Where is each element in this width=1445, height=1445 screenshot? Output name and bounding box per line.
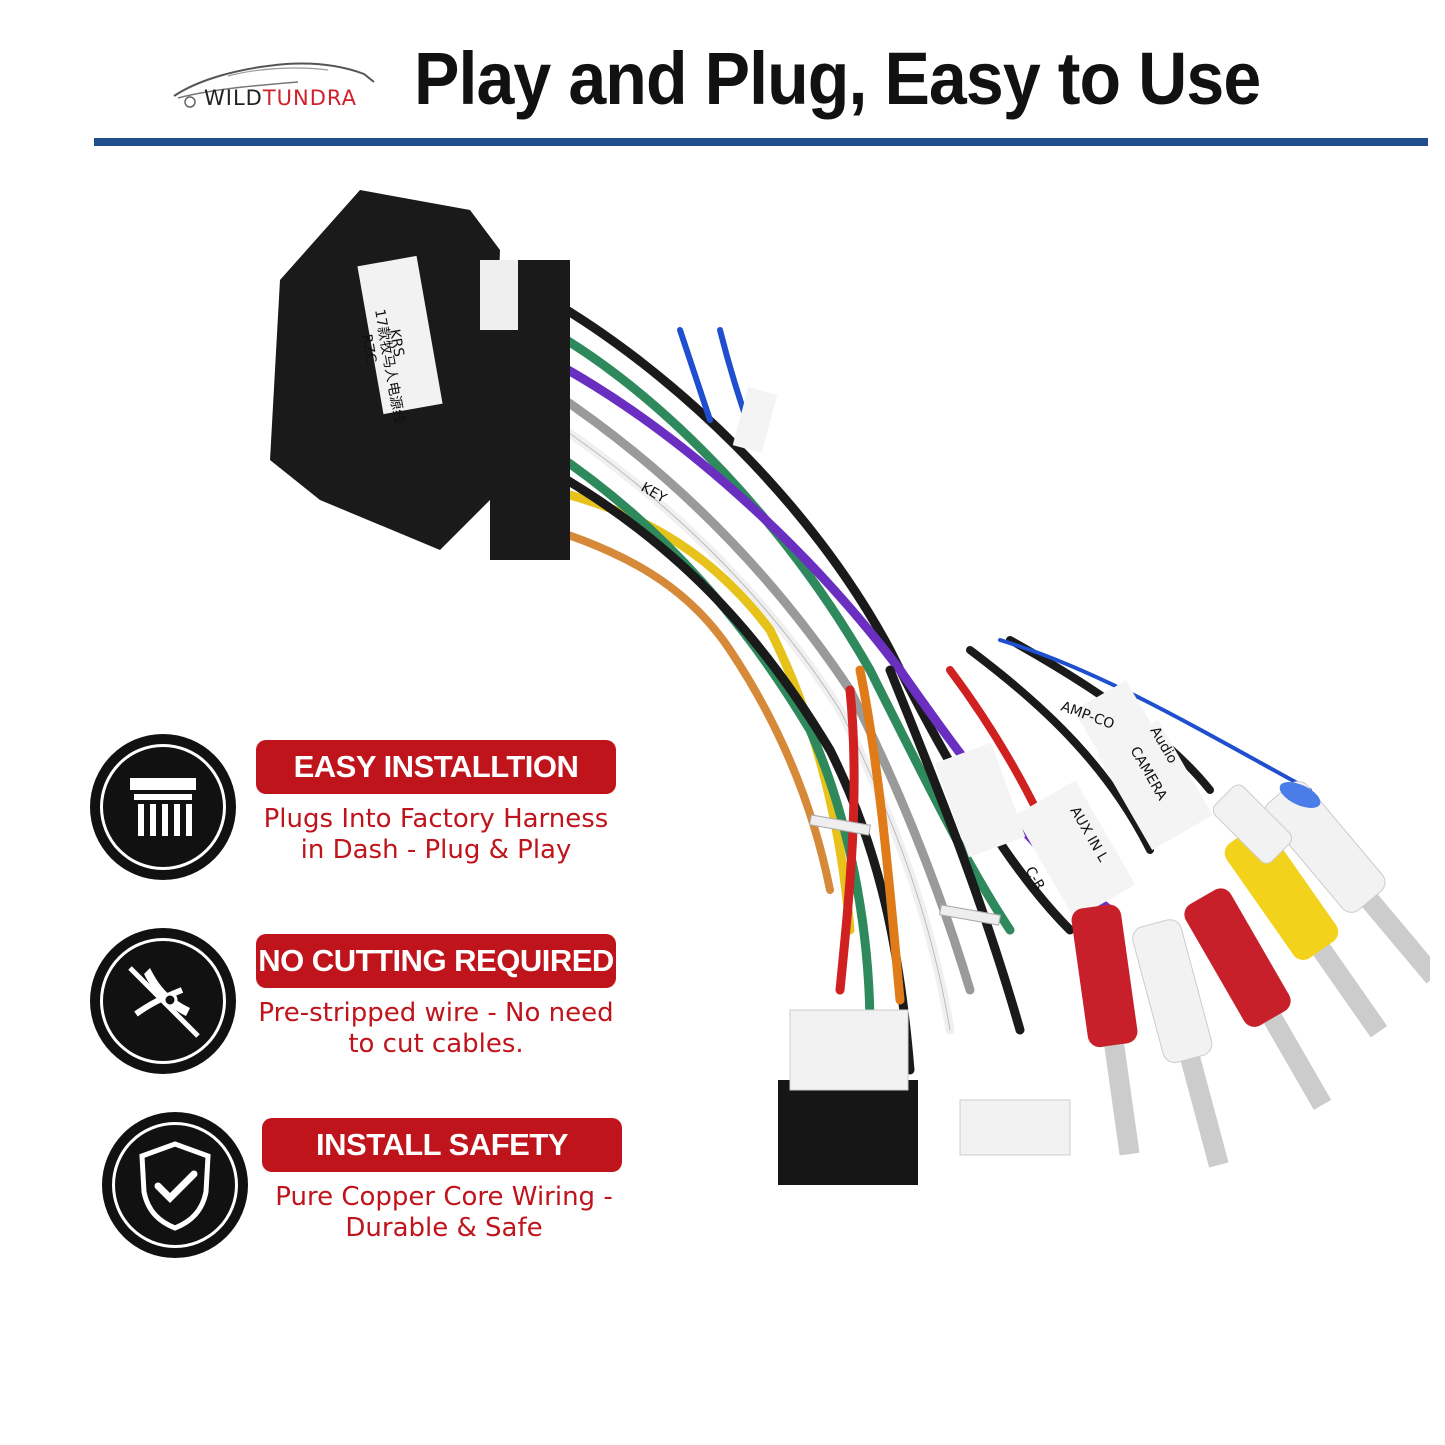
no-cutting-pliers-icon — [90, 928, 236, 1074]
header-divider — [94, 138, 1428, 146]
column-pillar-icon — [90, 734, 236, 880]
header: WILDTUNDRA Play and Plug, Easy to Use — [0, 0, 1445, 150]
feature-title: NO CUTTING REQUIRED — [256, 934, 616, 988]
feature-description: Plugs Into Factory Harness in Dash - Plu… — [263, 804, 609, 865]
tag-r-label: C-R — [1022, 864, 1048, 894]
car-silhouette-icon — [173, 62, 375, 108]
feature-install-safety: INSTALL SAFETY Pure Copper Core Wiring -… — [90, 1112, 650, 1272]
feature-title: INSTALL SAFETY — [262, 1118, 622, 1172]
feature-no-cutting: NO CUTTING REQUIRED Pre-stripped wire - … — [90, 928, 650, 1088]
box-label-krs: KRS — [386, 328, 407, 358]
feature-description: Pure Copper Core Wiring - Durable & Safe — [275, 1182, 613, 1243]
box-label-rzc: RZC — [358, 333, 379, 365]
shield-check-icon — [102, 1112, 248, 1258]
brand-name: WILDTUNDRA — [204, 86, 358, 110]
feature-easy-installation: EASY INSTALLTION Plugs Into Factory Harn… — [90, 734, 650, 894]
feature-description: Pre-stripped wire - No need to cut cable… — [258, 998, 614, 1059]
wiring-harness-image: KRS 17款牧马人电源线 RZC CAMERA AUX IN L Audio … — [270, 190, 1430, 1185]
brand-logo: WILDTUNDRA — [168, 52, 398, 114]
page-title: Play and Plug, Easy to Use — [414, 37, 1261, 120]
feature-title: EASY INSTALLTION — [256, 740, 616, 794]
